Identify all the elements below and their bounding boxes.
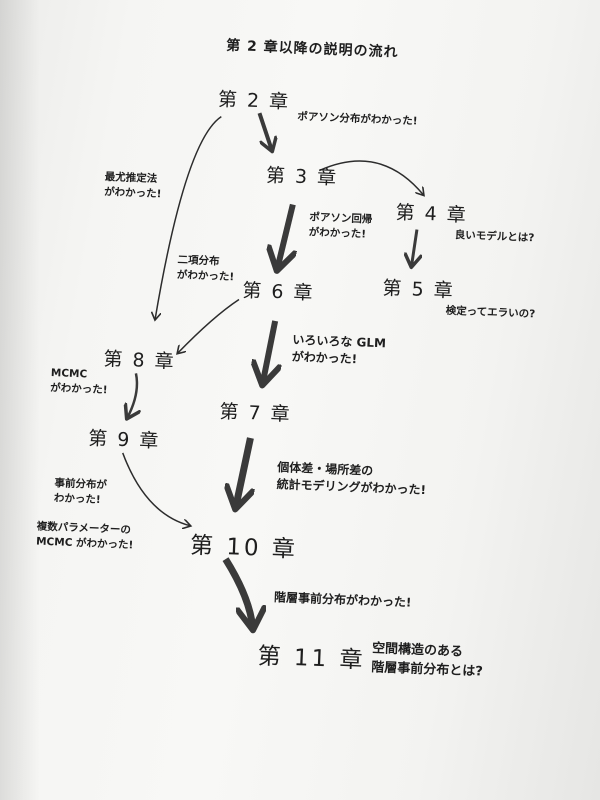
note-poisson-regression: ポアソン回帰 がわかった! [308,210,372,243]
chapter-11-label: 第 11 章 [257,643,366,674]
chapter-9-label: 第 9 章 [87,427,161,453]
arrow-ch9-ch10 [122,452,193,526]
chapter-3-label: 第 3 章 [265,164,339,190]
note-mle: 最尤推定法 がわかった! [104,170,162,202]
arrow-ch2-ch8 [155,115,222,321]
note-binomial: 二項分布 がわかった! [177,253,235,285]
page-fold-shadow [0,0,40,800]
arrow-ch4-ch5 [411,229,416,266]
note-good-model: 良いモデルとは? [454,229,535,245]
chapter-10-label: 第 10 章 [189,532,299,564]
arrow-ch2-ch3 [257,112,273,151]
arrow-ch6-ch8 [178,298,240,355]
note-multi-parameter-mcmc: 複数パラメーターの MCMC がわかった! [36,520,134,554]
chapter-2-label: 第 2 章 [217,88,291,114]
note-random-effects: 個体差・場所差の 統計モデリングがわかった! [276,459,427,499]
note-glm: いろいろな GLM がわかった! [291,332,386,370]
chapter-4-label: 第 4 章 [395,201,469,227]
note-mcmc-line-2: がわかった! [50,381,108,397]
note-mcmc: MCMC がわかった! [50,366,108,398]
chapter-5-label: 第 5 章 [382,277,456,303]
chapter-6-label: 第 6 章 [241,279,315,305]
chapter-7-label: 第 7 章 [219,400,293,426]
arrow-ch3-ch4 [318,160,424,194]
arrow-ch7-ch10 [236,437,251,508]
arrow-ch6-ch7 [263,320,276,384]
note-spatial-structure: 空間構造のある 階層事前分布とは? [371,639,484,681]
chapter-8-label: 第 8 章 [103,348,177,373]
note-prior-line-2: わかった! [53,492,101,507]
note-mle-line-2: がわかった! [103,185,162,201]
arrow-ch8-ch9 [127,373,137,418]
note-poisson-regression-line-2: がわかった! [308,226,367,241]
arrow-ch3-ch6 [277,203,293,269]
note-binomial-line-2: がわかった! [176,268,235,284]
note-prior: 事前分布が わかった! [54,476,108,508]
arrow-ch10-ch11 [222,557,256,628]
